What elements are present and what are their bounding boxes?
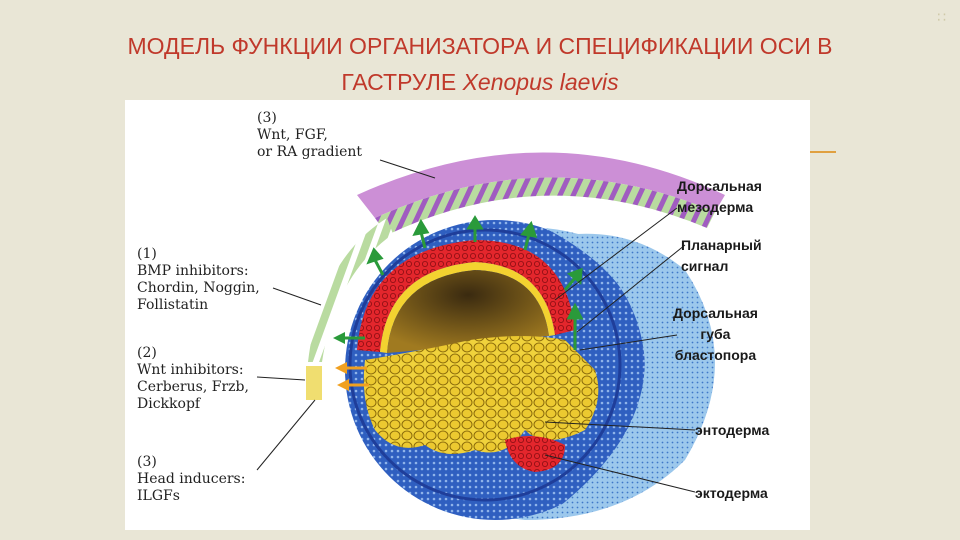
leader-lines-right [544,207,696,493]
label-dorsal-mesoderm: Дорсальная мезодерма [677,176,762,218]
endoderm-mass [363,336,599,454]
label-line: Дорсальная [677,178,762,194]
label-line: ILGFs [137,488,180,504]
planar-signal-arrow [566,302,584,350]
title-line-1: МОДЕЛЬ ФУНКЦИИ ОРГАНИЗАТОРА И СПЕЦИФИКАЦ… [127,33,833,59]
gastrula-diagram: (3)Wnt, FGF,or RA gradient (1)BMP inhibi… [125,100,810,530]
label-num: (1) [137,246,157,262]
label-line: Follistatin [137,297,209,313]
label-line: Wnt, FGF, [257,127,328,143]
label-line: сигнал [681,258,729,274]
title-species: Xenopus laevis [462,69,619,95]
label-line: or RA gradient [257,144,363,160]
label-wnt-inhibitors: (2)Wnt inhibitors:Cerberus, Frzb,Dickkop… [137,345,249,413]
label-wnt-gradient: (3)Wnt, FGF,or RA gradient [257,110,362,161]
bmp-inhibitor-band [308,218,393,362]
label-line: губа [700,326,731,342]
label-line: Дорсальная [673,305,758,321]
label-num: (3) [137,454,157,470]
label-line: Wnt inhibitors: [137,362,244,378]
label-blastopore-lip: Дорсальная губа бластопора [673,303,758,366]
leader-lines-left [256,159,436,471]
label-num: (2) [137,345,157,361]
diagram-svg [256,152,725,520]
label-line: Cerberus, Frzb, [137,379,249,395]
slide-title: МОДЕЛЬ ФУНКЦИИ ОРГАНИЗАТОРА И СПЕЦИФИКАЦ… [40,28,920,100]
label-line: Планарный [681,237,762,253]
ventral-mesoderm [505,436,565,472]
inner-yellow-layer [380,262,555,353]
label-planar-signal: Планарный сигнал [681,235,762,277]
label-line: BMP inhibitors: [137,263,249,279]
corner-ornament-icon: ∷ [937,10,946,26]
wnt-gradient-band [357,152,725,218]
label-num: (3) [257,110,277,126]
label-head-inducers: (3)Head inducers:ILGFs [137,454,245,505]
label-line: Chordin, Noggin, [137,280,260,296]
title-line-2-plain: ГАСТРУЛЕ [341,69,463,95]
title-line-2: ГАСТРУЛЕ Xenopus laevis [40,64,920,100]
dorsal-mesoderm [357,240,575,352]
label-line: мезодерма [677,199,754,215]
wnt-inhibitor-band [306,366,322,400]
label-line: Head inducers: [137,471,246,487]
label-endoderm: энтодерма [695,422,770,438]
ventral-region [545,228,671,510]
left-arrows [333,332,369,391]
induction-arrows [366,215,583,291]
label-line: Dickkopf [137,396,201,412]
striped-band [375,177,715,235]
decorative-line [808,151,836,153]
label-line: бластопора [674,347,757,363]
inner-ring [348,228,622,502]
label-ectoderm: эктодерма [695,485,768,501]
label-bmp-inhibitors: (1)BMP inhibitors:Chordin, Noggin,Follis… [137,246,260,314]
blastocoel [387,270,549,353]
